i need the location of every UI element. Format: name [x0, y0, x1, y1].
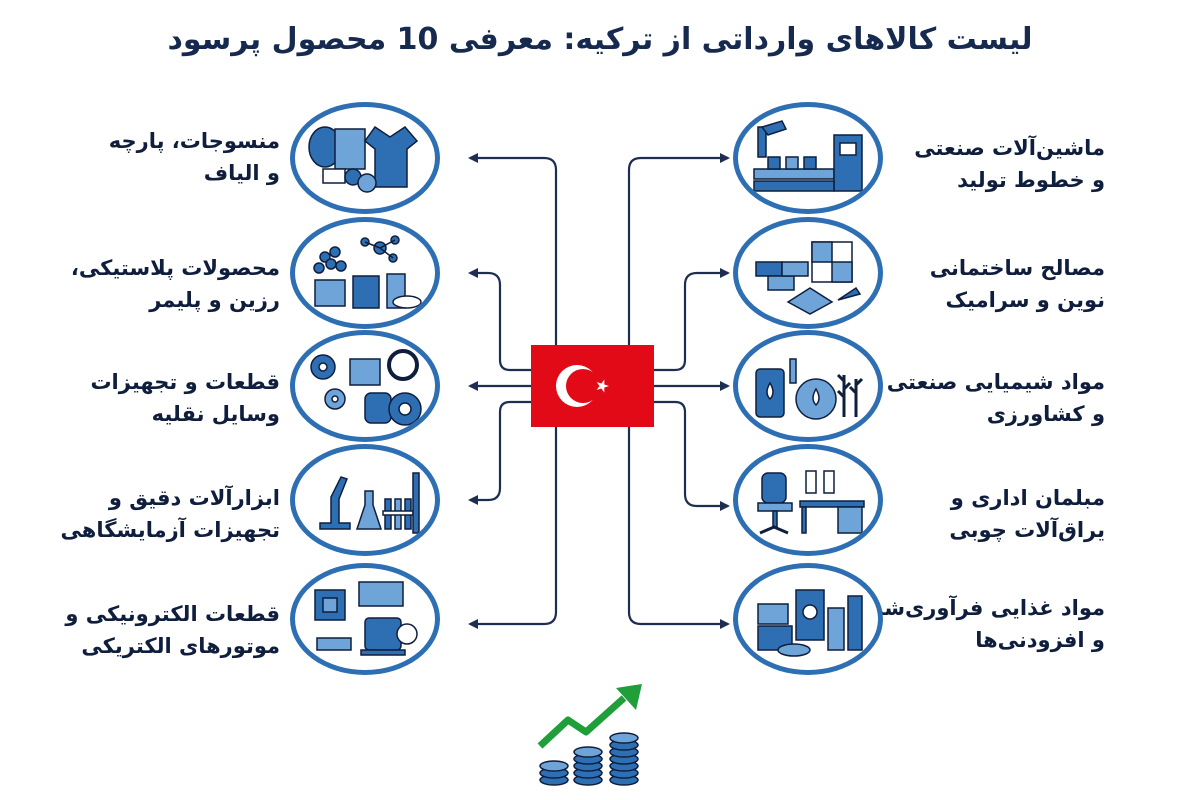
label-line: و الیاف — [203, 161, 280, 185]
label-line: محصولات پلاستیکی، — [70, 256, 280, 280]
lab-equipment-icon — [290, 444, 440, 556]
label-line: و افزودنی‌ها — [975, 628, 1105, 652]
label-processed-food: مواد غذایی فرآوری‌شده و افزودنی‌ها — [855, 592, 1105, 656]
label-line: مبلمان اداری و — [950, 486, 1105, 510]
turkey-flag-icon — [531, 345, 654, 427]
chemicals-agriculture-icon — [733, 330, 883, 442]
label-line: و خطوط تولید — [957, 168, 1105, 192]
label-line: ماشین‌آلات صنعتی — [914, 136, 1105, 160]
label-line: نوین و سرامیک — [945, 288, 1106, 312]
label-line: مواد غذایی فرآوری‌شده — [859, 596, 1105, 620]
label-line: قطعات و تجهیزات — [90, 370, 280, 394]
page-title: لیست کالاهای وارداتی از ترکیه: معرفی 10 … — [167, 22, 1033, 57]
electronics-motor-icon — [290, 563, 440, 675]
processed-food-icon — [733, 563, 883, 675]
label-auto-parts: قطعات و تجهیزات وسایل نقلیه — [30, 366, 280, 430]
label-building-materials: مصالح ساختمانی نوین و سرامیک — [855, 252, 1105, 316]
building-materials-icon — [733, 217, 883, 329]
label-chemicals: مواد شیمیایی صنعتی و کشاورزی — [855, 366, 1105, 430]
label-line: مواد شیمیایی صنعتی — [886, 370, 1105, 394]
label-lab-equipment: ابزارآلات دقیق و تجهیزات آزمایشگاهی — [30, 482, 280, 546]
label-line: موتورهای الکتریکی — [81, 634, 280, 658]
label-line: تجهیزات آزمایشگاهی — [60, 518, 280, 542]
label-line: منسوجات، پارچه — [108, 129, 280, 153]
label-line: قطعات الکترونیکی و — [65, 602, 280, 626]
label-line: رزین و پلیمر — [149, 288, 280, 312]
label-line: و کشاورزی — [986, 402, 1105, 426]
label-line: ابزارآلات دقیق و — [108, 486, 280, 510]
label-line: وسایل نقلیه — [151, 402, 280, 426]
auto-parts-icon — [290, 330, 440, 442]
growth-coins-icon — [530, 680, 660, 790]
label-machinery: ماشین‌آلات صنعتی و خطوط تولید — [855, 132, 1105, 196]
label-line: یراق‌آلات چوبی — [949, 518, 1105, 542]
label-electronics: قطعات الکترونیکی و موتورهای الکتریکی — [30, 598, 280, 662]
label-plastics: محصولات پلاستیکی، رزین و پلیمر — [30, 252, 280, 316]
office-furniture-icon — [733, 444, 883, 556]
textile-icon — [290, 102, 440, 214]
label-textiles: منسوجات، پارچه و الیاف — [30, 125, 280, 189]
plastic-polymer-icon — [290, 217, 440, 329]
label-office-furniture: مبلمان اداری و یراق‌آلات چوبی — [855, 482, 1105, 546]
label-line: مصالح ساختمانی — [929, 256, 1105, 280]
industrial-machinery-icon — [733, 102, 883, 214]
